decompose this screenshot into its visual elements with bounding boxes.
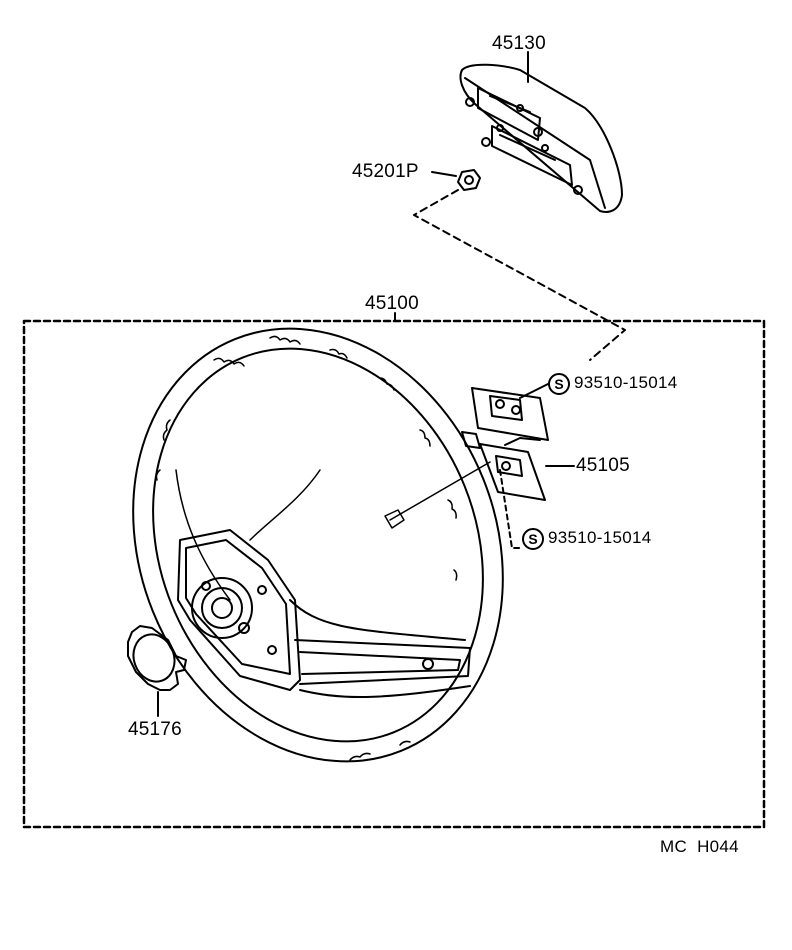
leader-screw-upper [519,383,549,399]
horn-contact-drawing [461,383,575,549]
part-label-45100: 45100 [365,293,419,314]
standard-part-symbol-upper: S [548,373,570,395]
steering-wheel-drawing [132,327,504,763]
part-label-45130: 45130 [492,33,546,54]
part-label-screw-upper: 93510-15014 [574,373,678,392]
part-label-screw-lower: 93510-15014 [548,528,652,547]
nut-drawing [431,169,481,191]
part-label-45105: 45105 [576,455,630,476]
horn-pad-drawing [459,51,623,213]
leader-45201P [431,171,457,177]
part-label-45201P: 45201P [352,161,419,182]
diagram-code: MC H044 [660,837,739,856]
nut-link-dashed [413,189,626,361]
standard-part-symbol-lower: S [522,528,544,550]
leader-screw-lower [499,469,521,549]
cancel-cam-drawing [127,625,187,717]
assembly-boundary [22,319,766,829]
part-label-45176: 45176 [128,719,182,740]
